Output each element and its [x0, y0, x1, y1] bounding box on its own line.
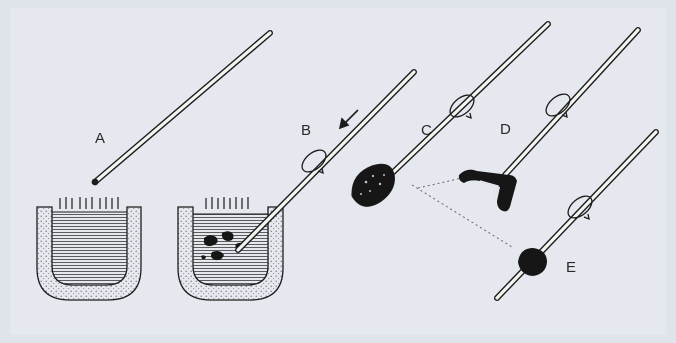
label-b: B — [301, 122, 311, 139]
label-d: D — [500, 121, 511, 138]
crucible-left — [37, 197, 141, 300]
label-a: A — [95, 130, 105, 147]
label-e: E — [566, 259, 576, 276]
label-c: C — [421, 122, 432, 139]
